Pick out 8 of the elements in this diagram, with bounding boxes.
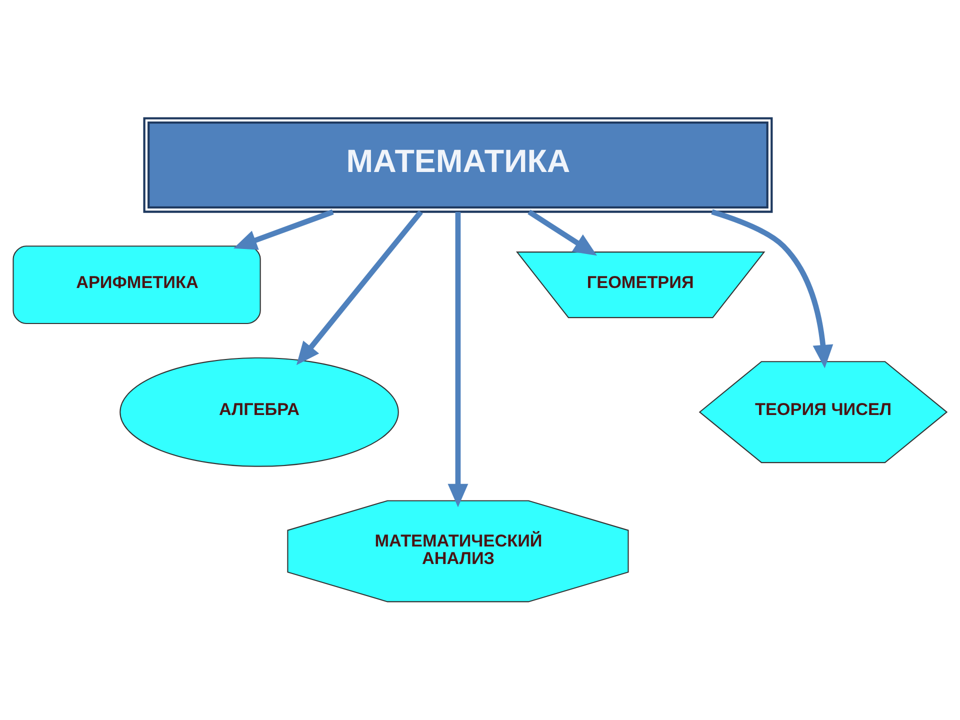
node-box: АРИФМЕТИКА: [12, 246, 261, 324]
arrow: [448, 212, 468, 508]
arrow: [296, 210, 423, 366]
arrow: [711, 209, 834, 368]
arrow: [528, 210, 598, 256]
node-ellipse: АЛГЕБРА: [120, 357, 399, 467]
node-box: МАТЕМАТИКА: [143, 117, 773, 213]
arrow: [233, 209, 334, 250]
